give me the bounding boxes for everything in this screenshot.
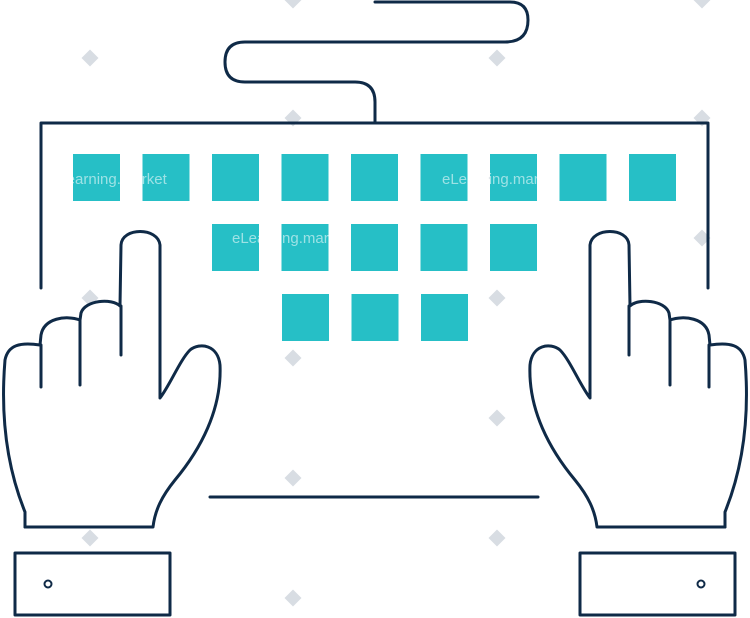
keyboard-key	[142, 154, 190, 201]
watermark-diamond	[488, 409, 506, 427]
watermark-diamond	[284, 0, 302, 9]
keyboard-key	[351, 224, 398, 271]
keyboard-key	[281, 224, 329, 271]
watermark-diamond	[693, 0, 711, 9]
watermark-diamond	[284, 469, 302, 487]
watermark-text: eLearning.market	[232, 230, 350, 247]
watermark-diamond	[693, 229, 711, 247]
keyboard-key	[212, 154, 259, 201]
watermark-text: eLearning.market	[442, 171, 560, 188]
keyboard-key	[212, 224, 259, 271]
keyboard-key	[490, 224, 537, 271]
left-cuff-button	[43, 579, 53, 589]
keyboard-key	[559, 154, 607, 201]
right-hand-fingers	[627, 304, 711, 389]
watermark-diamond	[488, 529, 506, 547]
watermark-diamond	[81, 529, 99, 547]
right-cuff-button	[696, 579, 706, 589]
watermark-diamond	[81, 49, 99, 67]
keyboard-key	[351, 294, 399, 341]
keyboard-key	[282, 294, 329, 341]
keyboard-key	[420, 154, 468, 201]
keyboard-key	[490, 154, 537, 201]
keyboard-key	[281, 154, 329, 201]
keyboard-key	[421, 294, 468, 341]
keyboard-keys	[73, 154, 676, 341]
watermark-diamond	[284, 349, 302, 367]
watermark-text: eLearning.market	[50, 171, 168, 188]
keyboard-key	[420, 224, 468, 271]
watermark-diamond	[488, 289, 506, 307]
watermark-diamond	[284, 589, 302, 607]
keyboard-key	[351, 154, 398, 201]
left-hand	[2, 230, 222, 529]
keyboard-key	[629, 154, 676, 201]
left-hand-fingers	[39, 304, 123, 389]
watermark-diamond	[488, 49, 506, 67]
keyboard-cable	[223, 0, 530, 125]
watermark-texts: eLearning.market eLearning.market eLearn…	[50, 171, 560, 247]
right-cuff	[578, 551, 737, 617]
keyboard-frame	[39, 121, 710, 290]
left-cuff	[13, 551, 172, 617]
right-hand	[528, 230, 748, 529]
keyboard-key	[73, 154, 120, 201]
